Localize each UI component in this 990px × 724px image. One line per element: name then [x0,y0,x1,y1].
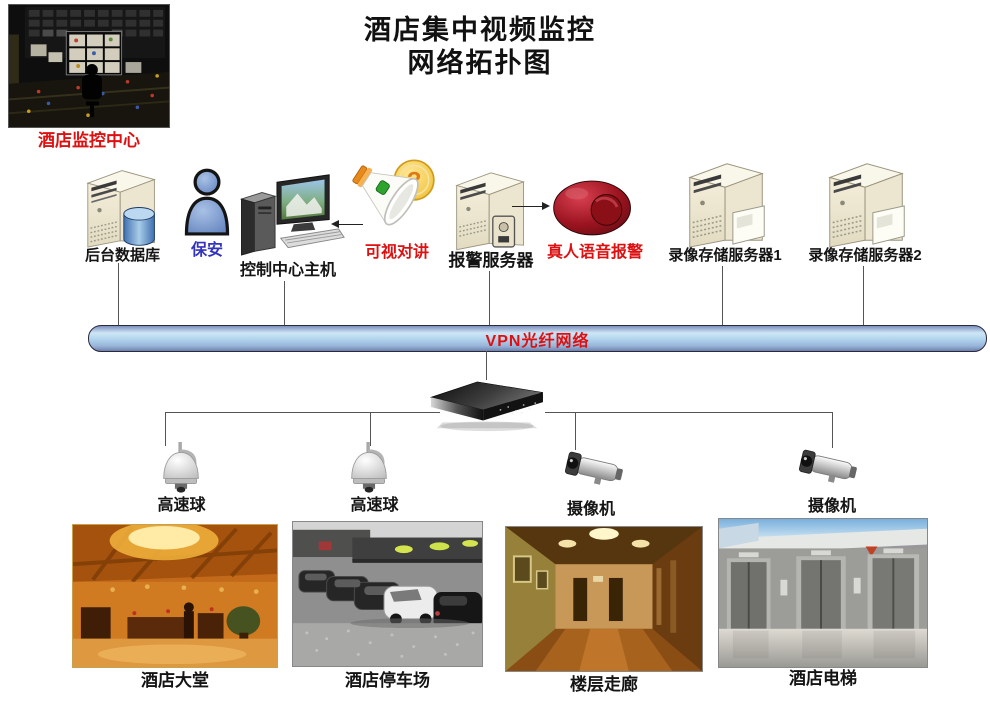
hotel-elevator-label: 酒店电梯 [789,669,857,688]
dome-camera-1-label: 高速球 [157,497,206,514]
network-switch-icon [422,378,550,434]
storage-server-1-icon [676,152,778,250]
hotel-elevator-photo [718,518,928,668]
drop-line-dome1 [165,412,166,446]
title-line-1: 酒店集中视频监控 [364,15,596,45]
connector-storage2-to-bar [863,266,864,325]
control-host-icon [234,170,346,258]
voice-alarm-label: 真人语音报警 [546,244,643,261]
hotel-lobby-label: 酒店大堂 [141,671,209,690]
vpn-network-bar: VPN光纤网络 [88,325,987,352]
dome-camera-2-icon [340,442,398,494]
video-intercom-icon: ? [348,156,444,242]
branch-line-left [165,412,440,413]
page-title: 酒店集中视频监控 网络拓扑图 [280,14,680,80]
connector-storage1-to-bar [722,266,723,325]
vpn-network-label: VPN光纤网络 [485,332,590,350]
drop-line-bullet2 [832,412,833,448]
monitoring-center-label: 酒店监控中心 [38,131,140,150]
monitoring-center-photo [8,4,170,128]
hotel-lobby-photo [72,524,278,668]
dome-camera-1-icon [152,442,210,494]
bullet-camera-2-label: 摄像机 [807,498,856,515]
branch-line-right [545,412,833,413]
security-guard-icon [180,164,234,238]
floor-corridor-photo [505,526,703,672]
database-server-label: 后台数据库 [84,247,160,264]
control-host-label: 控制中心主机 [239,262,336,279]
title-line-2: 网络拓扑图 [407,48,553,78]
arrow-head-right-icon [542,202,550,210]
connector-database-to-bar [118,263,119,325]
database-server-icon [72,158,172,248]
control-room-scene [9,5,169,127]
alarm-server-label: 报警服务器 [448,251,534,270]
connector-bar-to-switch [486,351,487,380]
hotel-parking-label: 酒店停车场 [345,671,430,690]
bullet-camera-1-label: 摄像机 [566,501,615,518]
connector-alarm-to-bar [489,271,490,325]
storage-server-2-label: 录像存储服务器2 [808,247,922,264]
floor-corridor-label: 楼层走廊 [570,675,638,694]
alarm-server-icon [444,162,538,256]
drop-line-bullet1 [575,412,576,450]
arrow-head-left-icon [331,220,339,228]
video-intercom-label: 可视对讲 [364,244,429,261]
storage-server-2-icon [816,152,918,250]
arrow-line-alarm-to-siren [512,206,543,207]
hotel-parking-photo [292,521,483,667]
arrow-line-intercom-to-host [338,224,363,225]
dome-camera-2-label: 高速球 [350,497,399,514]
drop-line-dome2 [370,412,371,446]
bullet-camera-2-icon [794,448,864,490]
connector-host-to-bar [284,281,285,325]
storage-server-1-label: 录像存储服务器1 [668,247,782,264]
security-guard-label: 保安 [190,242,223,259]
voice-alarm-siren-icon [546,178,642,236]
bullet-camera-1-icon [560,450,630,492]
